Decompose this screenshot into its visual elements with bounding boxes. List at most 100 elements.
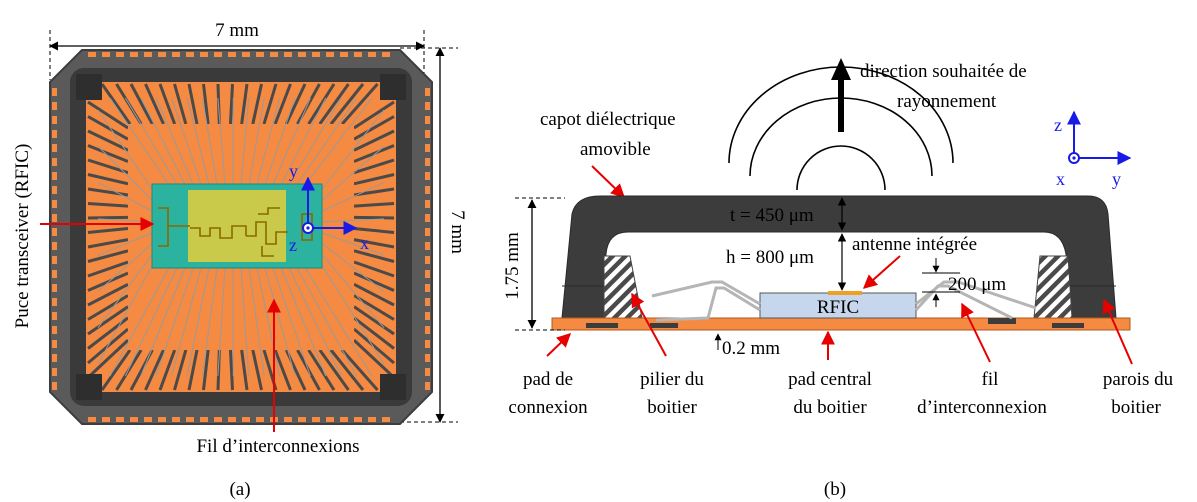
finger-gap-top — [187, 83, 199, 125]
pad-bottom — [172, 417, 180, 422]
bond-wire — [295, 97, 358, 187]
pad-top — [270, 52, 278, 57]
bond-wire — [186, 97, 210, 187]
bond-wire — [97, 251, 155, 329]
bond-wire — [201, 265, 218, 377]
pad-top — [326, 52, 334, 57]
pad-left — [52, 102, 57, 110]
bond-wires — [97, 97, 385, 377]
rfic-chip-b — [759, 292, 917, 319]
pad-bottom — [298, 417, 306, 422]
axes-a: y z x — [289, 161, 369, 255]
bond-wire — [271, 265, 311, 377]
pad-left — [52, 354, 57, 362]
pad-top — [354, 52, 362, 57]
pad-bottom — [116, 417, 124, 422]
t-label: t = 450 μm — [730, 205, 814, 226]
pad-left — [52, 172, 57, 180]
finger-gap-top — [173, 83, 188, 125]
finger-gap-left — [87, 238, 129, 249]
rfic-label-b: RFIC — [817, 297, 859, 318]
peripheral-pads — [52, 52, 430, 422]
pad-bottom — [102, 417, 110, 422]
pad-left — [52, 130, 57, 138]
pad-bottom — [312, 417, 320, 422]
pad-left — [52, 158, 57, 166]
finger-gap-right — [353, 305, 395, 336]
finger-gap-right — [353, 158, 395, 175]
finger-gap-top — [251, 83, 263, 125]
bond-wire — [319, 251, 385, 329]
parois-label-2: boitier — [1111, 397, 1161, 418]
bond-wire — [140, 97, 187, 187]
bond-wire — [272, 97, 311, 187]
pad-top — [312, 52, 320, 57]
bond-wires-b — [651, 280, 1037, 322]
finger-gap-bottom — [318, 349, 350, 391]
bond-wire — [295, 265, 358, 377]
finger-gap-bottom — [187, 349, 199, 391]
pad-top — [256, 52, 264, 57]
bond-wire — [287, 97, 342, 187]
finger-gap-bottom — [329, 349, 365, 391]
finger-gap-bottom — [202, 349, 210, 391]
pad-right — [425, 144, 430, 152]
pad-right — [425, 158, 430, 166]
pad-left — [52, 340, 57, 348]
antenna-arrow — [862, 255, 901, 289]
finger-gap-top — [129, 83, 154, 125]
bond-wire — [248, 265, 265, 377]
height-label-b: 1.75 mm — [502, 232, 523, 300]
bond-wire — [319, 261, 385, 365]
bond-wire — [319, 145, 385, 203]
finger-gap-top — [202, 83, 210, 125]
pad-top — [102, 52, 110, 57]
pad-connexion-label-2: connexion — [508, 397, 588, 418]
integrated-antenna — [828, 291, 862, 295]
axis-y-label-b: y — [1112, 169, 1121, 189]
bond-wire — [264, 97, 296, 187]
axes-b: z y x — [1054, 110, 1132, 189]
pad-right — [425, 242, 430, 250]
finger-gap-bottom — [251, 349, 263, 391]
pad-left — [52, 88, 57, 96]
pad-right — [425, 102, 430, 110]
height-label: 7 mm — [447, 210, 468, 254]
pad-left — [52, 256, 57, 264]
finger-gap-right — [353, 129, 395, 152]
pad-top — [144, 52, 152, 57]
direction-label-2: rayonnement — [897, 91, 997, 112]
finger-gap-right — [353, 238, 395, 249]
finger-gap-left — [87, 271, 129, 292]
pad-top — [88, 52, 96, 57]
bond-wire — [171, 97, 203, 187]
pad-bottom — [326, 417, 334, 422]
pad-left — [52, 228, 57, 236]
caption-a: (a) — [229, 479, 250, 500]
bond-wire — [240, 265, 250, 377]
rfic-label-a: Puce transceiver (RFIC) — [12, 144, 33, 329]
finger-gap-left — [87, 260, 129, 278]
finger-gap-right — [353, 100, 395, 130]
bond-wire — [97, 231, 155, 256]
pad-bottom — [88, 417, 96, 422]
finger-gap-top — [240, 83, 249, 125]
pad-left — [52, 144, 57, 152]
pad-bottom — [340, 417, 348, 422]
pad-top — [228, 52, 236, 57]
pad-top — [382, 52, 390, 57]
pad-top — [214, 52, 222, 57]
finger-gap-right — [353, 215, 395, 220]
axis-y-label-a: y — [289, 161, 298, 181]
bond-wire — [124, 265, 179, 377]
finger-gap-right — [353, 115, 395, 141]
pad-bottom — [228, 417, 236, 422]
corner-square-br — [380, 374, 406, 400]
pad-central-label-1: pad central — [788, 369, 872, 390]
pad-bottom — [144, 417, 152, 422]
bond-wire — [279, 97, 327, 187]
pad-right — [425, 186, 430, 194]
pad-right — [425, 172, 430, 180]
pad-bottom — [382, 417, 390, 422]
finger-gap-top — [307, 83, 336, 125]
